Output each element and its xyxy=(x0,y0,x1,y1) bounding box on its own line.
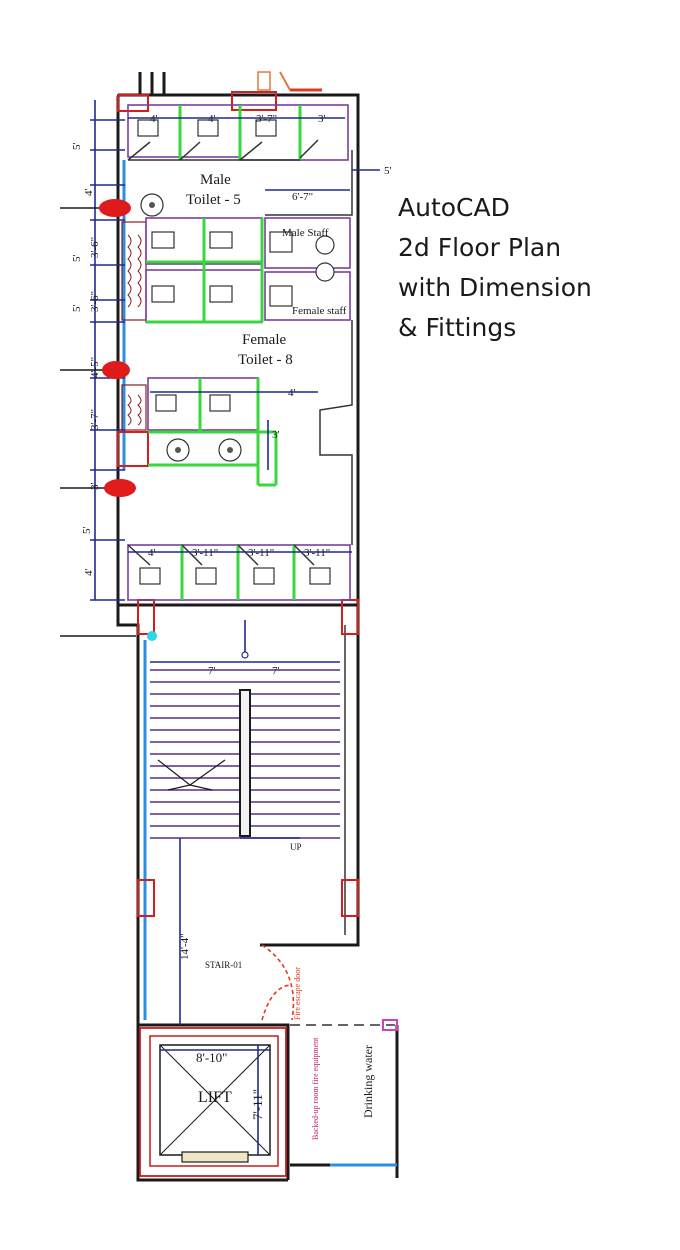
male-toilet-label: Male xyxy=(200,172,231,188)
female-staff-label: Female staff xyxy=(292,305,347,317)
dim-mid-3: 3' xyxy=(272,429,280,441)
lift-shaft xyxy=(139,1027,287,1177)
dim-lift-width: 8'-10" xyxy=(196,1050,227,1065)
male-cubicles xyxy=(127,104,349,217)
dim-stair-right: 7' xyxy=(272,665,280,677)
dim-left-4b: 4' xyxy=(83,569,95,577)
dim-left-5b: 5' xyxy=(71,255,83,263)
dim-top-cell-2: 4' xyxy=(208,113,216,125)
dim-top-cell-4: 3' xyxy=(318,113,326,125)
dim-lift-depth: 7'-11" xyxy=(250,1089,265,1120)
dim-bot-cell-4: 3'-11" xyxy=(304,547,330,559)
room-labels: Male Toilet - 5 Male Staff Female staff … xyxy=(186,172,375,1140)
stairs-label: STAIR-01 xyxy=(205,960,242,970)
dimension-labels: 4' 4' 3'-7" 3' 5' 6'-7" 5' 4' 5' 3'-6" 5… xyxy=(71,113,392,1120)
female-toilet-count: Toilet - 8 xyxy=(238,352,293,368)
dim-bot-cell-1: 4' xyxy=(148,547,156,559)
dim-right-5: 5' xyxy=(384,165,392,177)
dim-left-5d: 5' xyxy=(81,527,93,535)
drinking-water-label: Drinking water xyxy=(361,1045,375,1118)
dim-left-3-6b: 3'-6" xyxy=(89,291,101,312)
female-toilet-label: Female xyxy=(242,332,286,348)
caption-line-3: with Dimension xyxy=(398,273,592,302)
shaft xyxy=(121,221,147,431)
up-label: UP xyxy=(290,842,302,852)
bottom-cubicles xyxy=(127,544,351,601)
male-toilet-count: Toilet - 5 xyxy=(186,192,241,208)
stairs xyxy=(150,620,340,1025)
dim-left-5c: 5' xyxy=(71,305,83,313)
dim-left-5a: 5' xyxy=(71,143,83,151)
dim-top-cell-3: 3'-7" xyxy=(256,113,277,125)
dim-bot-cell-2: 3'-11" xyxy=(192,547,218,559)
dim-left-4-5: 4'-5" xyxy=(89,357,101,378)
dim-stair-left: 7' xyxy=(208,665,216,677)
dim-left-4a: 4' xyxy=(83,189,95,197)
dim-bot-cell-3: 3'-11" xyxy=(248,547,274,559)
caption-line-4: & Fittings xyxy=(398,313,517,342)
pipe-arrows xyxy=(60,199,157,641)
lift-label: LIFT xyxy=(198,1089,232,1106)
dim-mid-4: 4' xyxy=(288,387,296,399)
dim-stair-length: 14'-4" xyxy=(179,933,191,960)
plan-caption: AutoCAD 2d Floor Plan with Dimension & F… xyxy=(398,188,668,348)
dim-left-3-6a: 3'-6" xyxy=(89,237,101,258)
water-line xyxy=(122,160,147,1020)
dim-top-cell-1: 4' xyxy=(150,113,158,125)
dim-left-3: 3' xyxy=(89,483,101,491)
pump-room-label: Backed-up room fire equipment xyxy=(311,1037,320,1140)
caption-line-2: 2d Floor Plan xyxy=(398,233,562,262)
middle-cubicles xyxy=(145,217,351,324)
dim-left-3-7: 3'-7" xyxy=(89,409,101,430)
female-cubicles xyxy=(147,377,278,487)
caption-line-1: AutoCAD xyxy=(398,193,510,222)
columns xyxy=(117,71,359,917)
male-staff-label: Male Staff xyxy=(282,227,329,239)
fire-escape-label: Fire escape door xyxy=(293,967,302,1020)
left-dimension-chain xyxy=(90,100,380,601)
dim-male-width: 6'-7" xyxy=(292,191,313,203)
